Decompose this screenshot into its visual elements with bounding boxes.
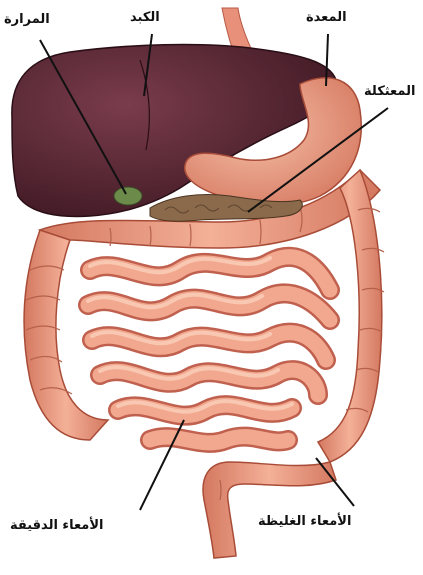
label-small-intestine: الأمعاء الدقيقة <box>8 518 105 534</box>
label-pancreas: المعثكلة <box>362 84 417 100</box>
gallbladder <box>114 187 142 205</box>
label-gallbladder: المرارة <box>2 12 52 28</box>
label-large-intestine: الأمعاء الغليظة <box>256 514 353 530</box>
label-stomach: المعدة <box>304 10 349 26</box>
label-liver: الكبد <box>128 10 162 26</box>
